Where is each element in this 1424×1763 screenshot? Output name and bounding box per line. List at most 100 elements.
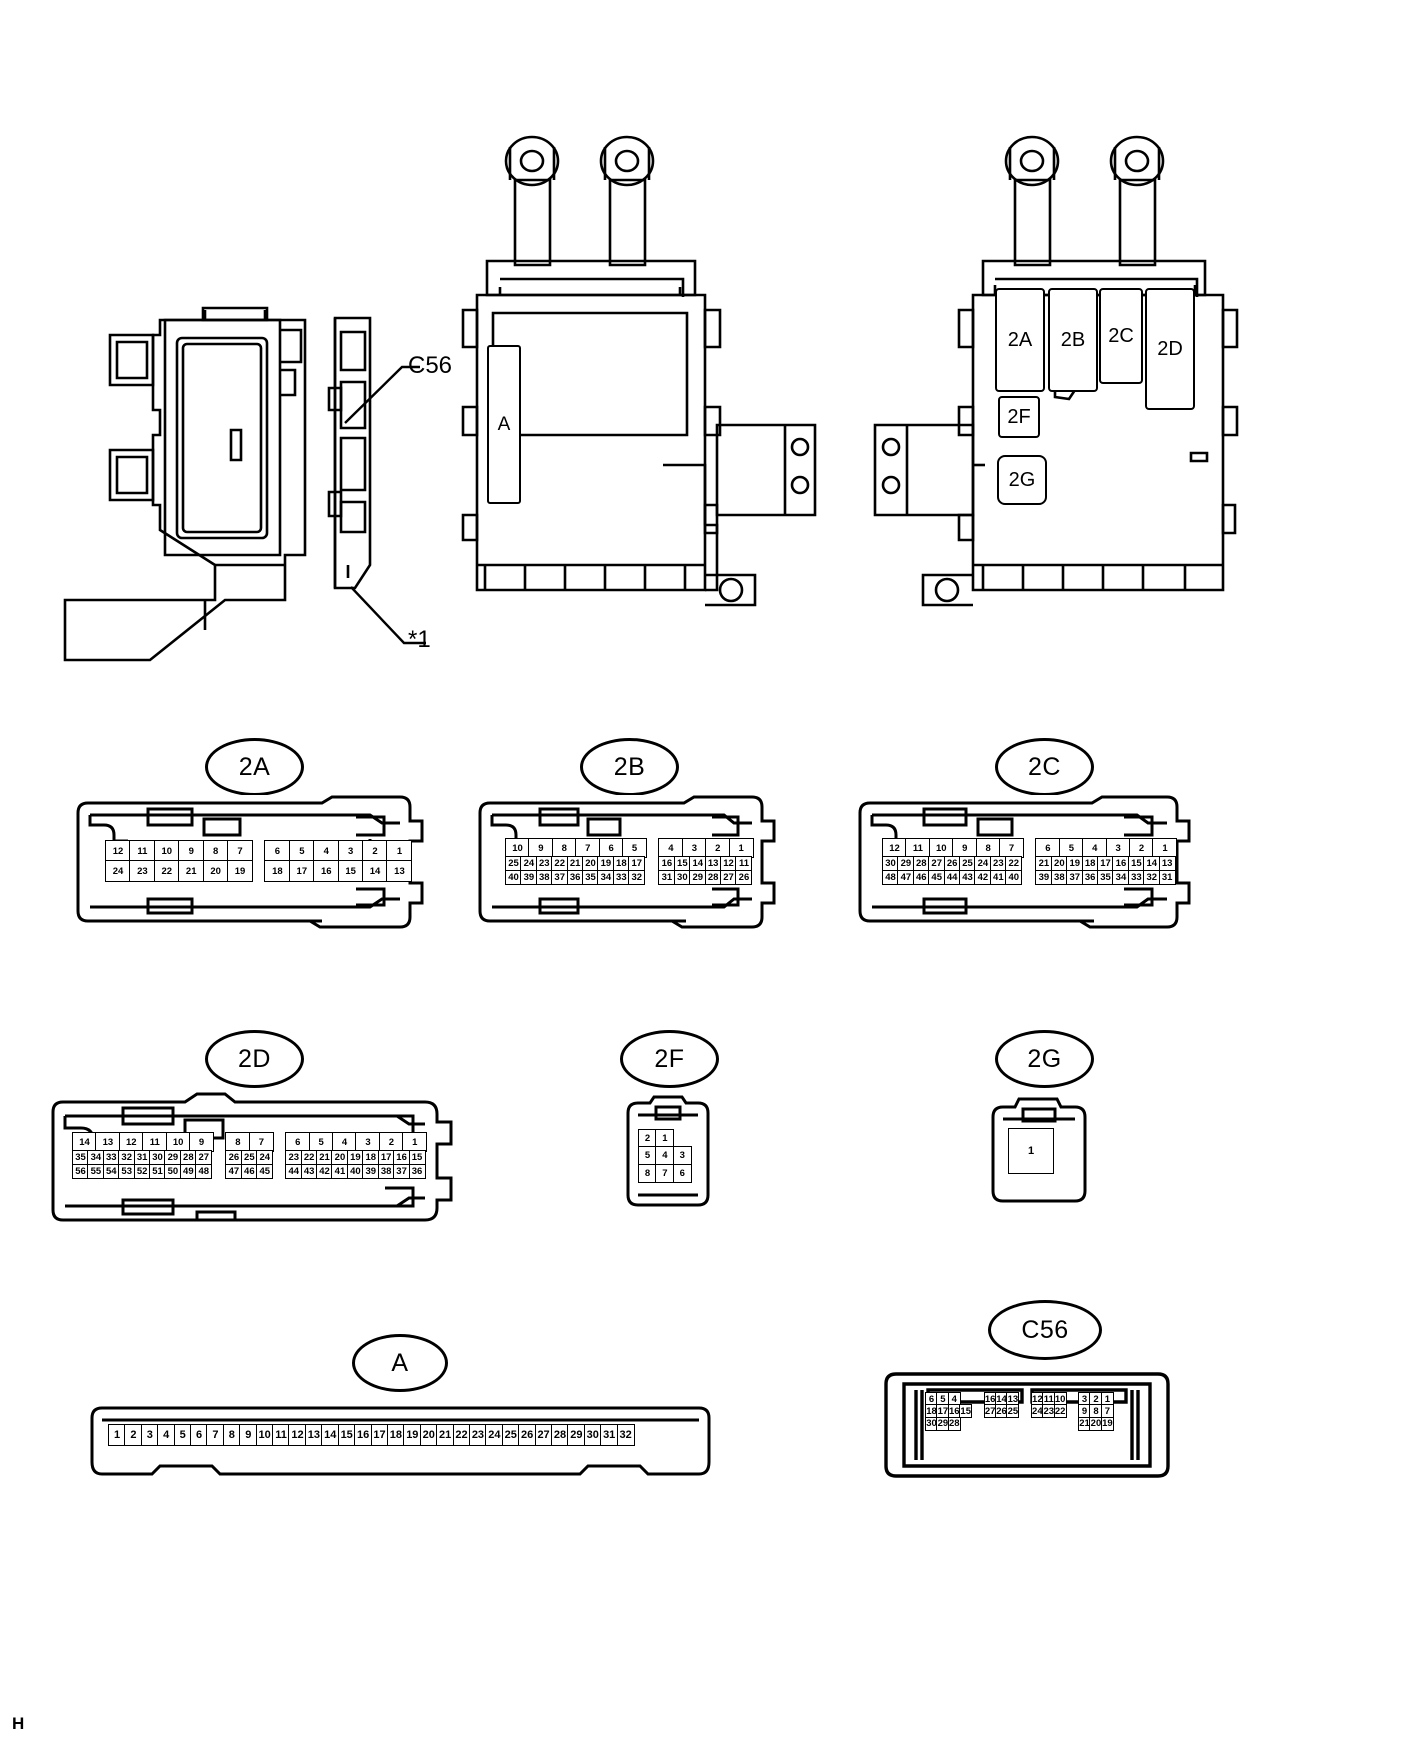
c56-leader-line <box>340 355 420 425</box>
pin-cell: 5 <box>622 838 648 858</box>
pin-cell: 2 <box>378 1132 404 1152</box>
pin-cell: 2 <box>705 838 731 858</box>
connector-shell-2F <box>620 1095 715 1210</box>
pin-cell: 3 <box>1105 838 1131 858</box>
pin-cell: 20 <box>419 1424 438 1446</box>
pin-cell: 9 <box>528 838 554 858</box>
pin-cell: 1 <box>108 1424 126 1446</box>
pin-cell: 6 <box>598 838 624 858</box>
pin-cell: 29 <box>936 1416 950 1431</box>
connector-label-A-text: A <box>391 1348 409 1377</box>
pin-cell: 8 <box>225 1132 251 1152</box>
pin-cell: 46 <box>912 869 930 885</box>
pin-cell: 28 <box>550 1424 569 1446</box>
pin-cell: 5 <box>1058 838 1084 858</box>
connector-label-2G: 2G <box>995 1030 1094 1088</box>
pin-cell: 7 <box>248 1132 274 1152</box>
connector-label-C56: C56 <box>988 1300 1102 1360</box>
pin-cell: 31 <box>600 1424 619 1446</box>
pin-cell: 8 <box>551 838 577 858</box>
pin-cell: 4 <box>658 838 684 858</box>
connector-label-2B-text: 2B <box>613 752 646 781</box>
pin-cell: 56 <box>72 1163 89 1179</box>
pin-row: 1 <box>1008 1128 1054 1174</box>
pin-cell: 18 <box>264 860 291 883</box>
connector-label-2F-text: 2F <box>654 1044 685 1073</box>
pin-cell: 7 <box>575 838 601 858</box>
pin-grid-gap <box>971 1392 984 1429</box>
pin-cell: 23 <box>129 860 156 883</box>
pin-cell: 5 <box>173 1424 192 1446</box>
pin-cell: 13 <box>386 860 413 883</box>
pin-cell: 7 <box>206 1424 225 1446</box>
pin-cell: 5 <box>288 840 315 862</box>
pin-cell: 19 <box>227 860 254 883</box>
pin-cell: 40 <box>1005 869 1023 885</box>
pin-cell: 3 <box>337 840 364 862</box>
pin-cell: 12 <box>288 1424 307 1446</box>
rear-label-2G: 2G <box>997 455 1047 505</box>
pin-cell: 36 <box>408 1163 426 1179</box>
pin-cell: 12 <box>105 840 131 862</box>
c56-callout-label: C56 <box>408 352 453 379</box>
pin-cell: 27 <box>534 1424 553 1446</box>
pin-cell: 20 <box>202 860 229 883</box>
pin-cell: 26 <box>735 869 753 885</box>
pin-cell: 4 <box>157 1424 176 1446</box>
relay-bracket-view <box>55 300 475 700</box>
pin-cell: 24 <box>105 860 131 883</box>
pin-cell: 12 <box>118 1132 144 1152</box>
pin-grid-gap <box>212 1132 225 1177</box>
pin-cell: 6 <box>672 1163 692 1183</box>
pin-cell: 15 <box>959 1404 973 1419</box>
pin-cell: 48 <box>195 1163 213 1179</box>
pin-cell: 19 <box>403 1424 422 1446</box>
pin-cell: 15 <box>337 860 364 883</box>
pin-cell: 16 <box>354 1424 373 1446</box>
star1-callout-label: *1 <box>408 626 431 653</box>
pin-cell: 44 <box>943 869 961 885</box>
pin-cell: 9 <box>189 1132 215 1152</box>
pin-cell: 13 <box>1006 1392 1020 1406</box>
pin-cell: 22 <box>452 1424 471 1446</box>
connector-label-2D-text: 2D <box>238 1044 271 1073</box>
pin-cell: 14 <box>321 1424 340 1446</box>
pin-cell: 12 <box>882 838 907 858</box>
pin-cell: 25 <box>501 1424 520 1446</box>
pin-cell: 7 <box>227 840 254 862</box>
connector-label-2A: 2A <box>205 738 304 796</box>
pin-cell: 6 <box>285 1132 311 1152</box>
pin-cell: 37 <box>551 869 569 885</box>
pin-cell: 6 <box>190 1424 209 1446</box>
pin-cell: 22 <box>153 860 180 883</box>
connector-label-2C-text: 2C <box>1028 752 1061 781</box>
pin-cell: 22 <box>1053 1404 1067 1419</box>
footer-mark: H <box>12 1714 25 1733</box>
pin-cell: 9 <box>239 1424 258 1446</box>
pin-cell: 1 <box>1008 1128 1054 1174</box>
pin-grid-gap <box>1018 1392 1031 1429</box>
pin-cell: 8 <box>222 1424 241 1446</box>
connector-label-2D: 2D <box>205 1030 304 1088</box>
pin-cell: 6 <box>1035 838 1061 858</box>
pin-cell: 26 <box>518 1424 537 1446</box>
